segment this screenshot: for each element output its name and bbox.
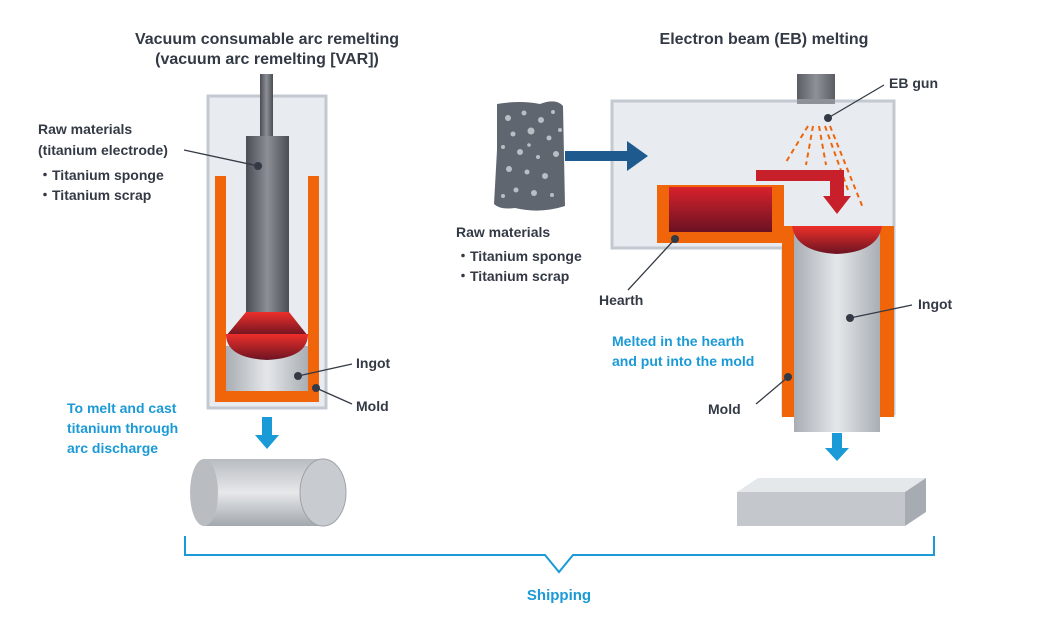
eb-note-line1: Melted in the hearth (612, 333, 744, 349)
eb-raw-material-block (494, 101, 565, 211)
eb-mold-dot (784, 373, 792, 381)
eb-ingot-dot (846, 314, 854, 322)
var-raw-leader (183, 149, 259, 167)
var-raw-item-scrap: ・Titanium scrap (38, 187, 151, 203)
eb-molten-pool (792, 226, 882, 254)
eb-mold-leader (755, 376, 789, 405)
eb-gun-top-cap (797, 99, 835, 104)
eb-pour-arrow (756, 170, 851, 214)
var-electrode-rod (260, 74, 273, 136)
eb-gun-label: EB gun (889, 75, 938, 91)
eb-down-arrow (825, 433, 849, 461)
eb-ingot (794, 226, 880, 432)
eb-gun-dot (824, 114, 832, 122)
var-ingot-dot (294, 372, 302, 380)
eb-ingot-leader (849, 304, 913, 319)
eb-hearth-dot (671, 235, 679, 243)
var-note-line3: arc discharge (67, 440, 158, 456)
var-title-line2: (vacuum arc remelting [VAR]) (155, 51, 379, 68)
eb-gun-leader (827, 84, 885, 119)
eb-raw-materials-label: Raw materials (456, 224, 550, 240)
var-title-line1: Vacuum consumable arc remelting (135, 31, 399, 48)
var-ingot-label: Ingot (356, 355, 391, 371)
eb-section: Electron beam (EB) melting (456, 31, 953, 526)
eb-note-line2: and put into the mold (612, 353, 754, 369)
var-note-line2: titanium through (67, 420, 178, 436)
eb-feed-arrow (565, 141, 648, 171)
eb-raw-item-sponge: ・Titanium sponge (456, 248, 582, 264)
eb-raw-item-scrap: ・Titanium scrap (456, 268, 569, 284)
var-mold-dot (312, 384, 320, 392)
eb-beam (785, 125, 864, 209)
shipping-bracket: Shipping (184, 536, 935, 604)
var-mold-leader (315, 387, 353, 405)
var-output-cylinder (190, 458, 347, 527)
var-note-line1: To melt and cast (67, 400, 177, 416)
var-raw-materials-label: Raw materials (38, 121, 132, 137)
var-mold (215, 176, 319, 402)
shipping-label: Shipping (527, 587, 591, 604)
var-ingot-leader (297, 363, 353, 377)
var-raw-dot (254, 162, 262, 170)
var-electrode (246, 136, 289, 314)
var-section: Vacuum consumable arc remelting (vacuum … (38, 31, 399, 527)
var-down-arrow (255, 417, 279, 449)
eb-title: Electron beam (EB) melting (660, 31, 869, 48)
eb-output-slab (737, 478, 926, 526)
var-molten-pool (226, 334, 308, 360)
eb-hearth-melt (669, 187, 772, 232)
eb-hearth-label: Hearth (599, 292, 643, 308)
eb-hearth-leader (627, 238, 676, 291)
var-electrode-tip (226, 312, 308, 336)
eb-mold-label: Mold (708, 401, 741, 417)
var-mold-label: Mold (356, 398, 389, 414)
var-raw-item-sponge: ・Titanium sponge (38, 167, 164, 183)
var-raw-materials-sub: (titanium electrode) (38, 142, 168, 158)
eb-ingot-label: Ingot (918, 296, 953, 312)
